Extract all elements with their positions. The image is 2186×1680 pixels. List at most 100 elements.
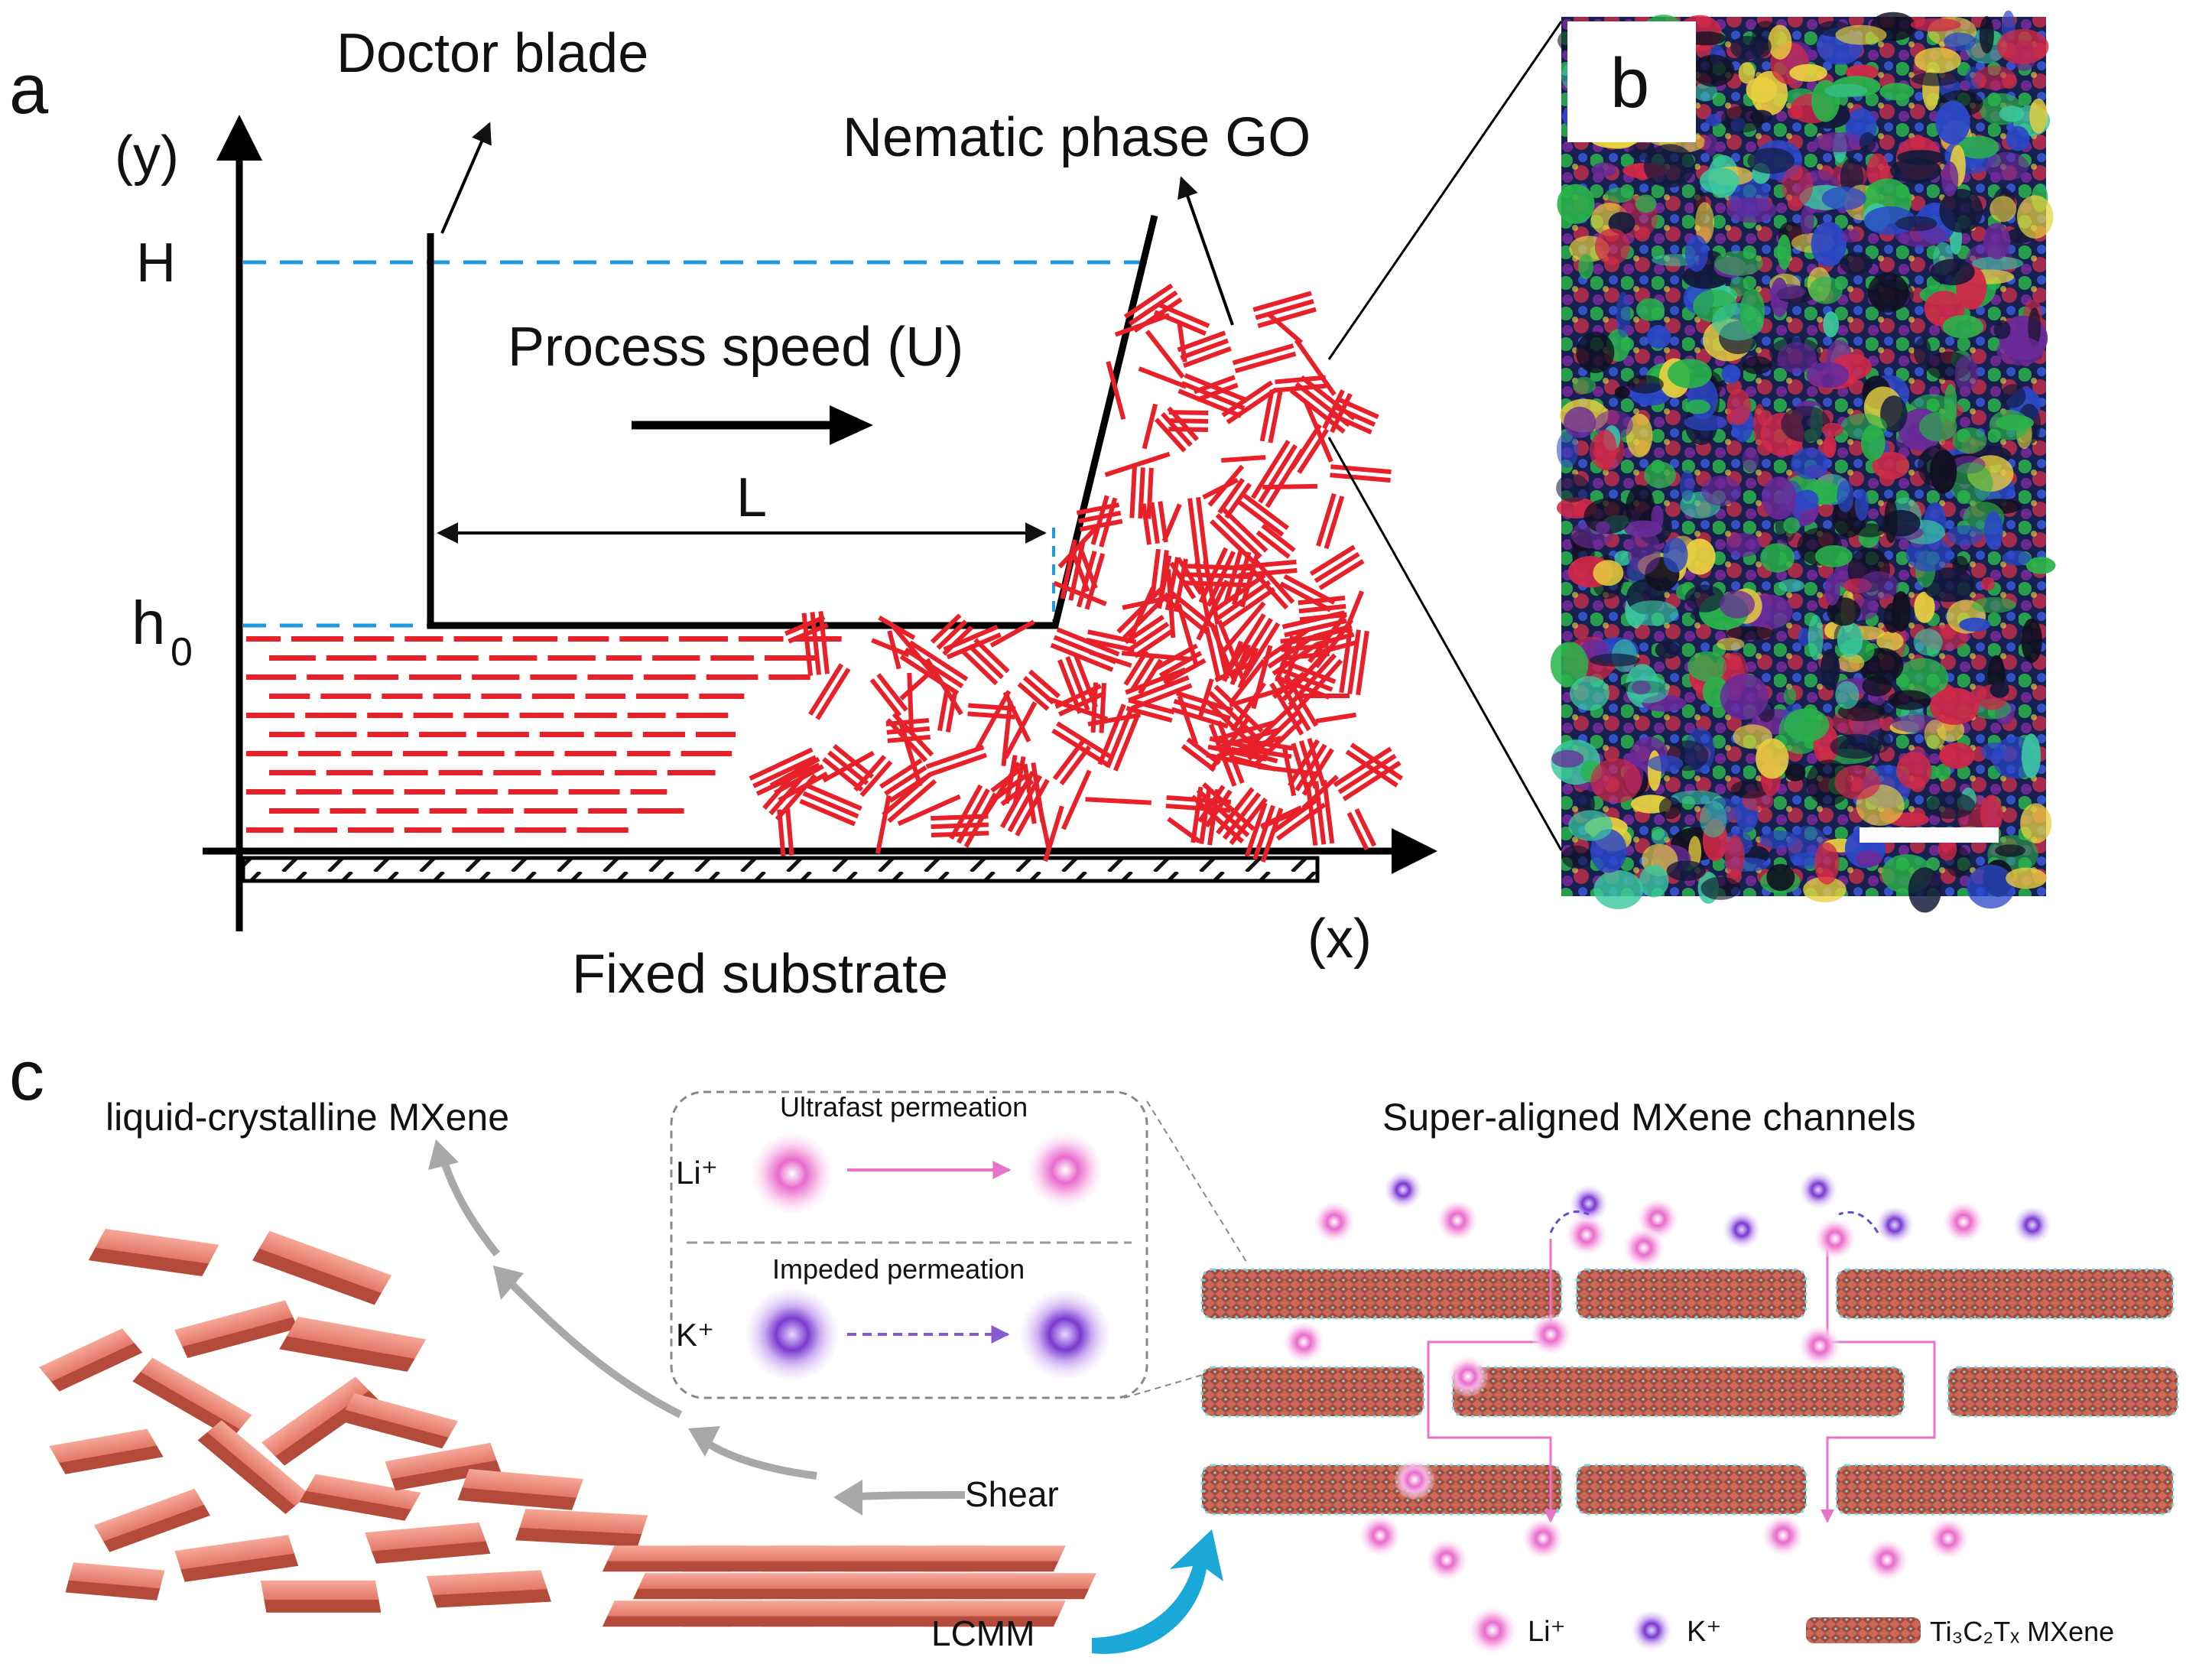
color-domain [1884, 497, 1898, 544]
mxene-sheet-edge [1200, 1268, 1563, 1320]
color-domain [1783, 687, 1797, 705]
color-domain [1949, 462, 1993, 505]
mxene-flake [923, 1600, 1066, 1627]
go-rod [269, 808, 320, 814]
go-rod-group [1330, 464, 1392, 483]
go-rod [382, 694, 423, 699]
go-rod [627, 751, 671, 756]
go-rod [1196, 382, 1239, 402]
color-domain [1635, 194, 1657, 213]
go-rod [1207, 744, 1267, 762]
mxene-sheet-body [1577, 1269, 1806, 1318]
color-domain [1700, 876, 1740, 900]
ultrafast-label: Ultrafast permeation [780, 1091, 1028, 1123]
go-rod [1284, 674, 1319, 727]
y-axis-label: (y) [115, 125, 179, 187]
go-rod-group [1129, 466, 1154, 519]
go-rod [1122, 592, 1170, 640]
go-rod-group [1206, 736, 1269, 770]
color-domain [1777, 234, 1791, 270]
go-rod-group [1251, 645, 1273, 710]
flake-face [95, 1228, 219, 1264]
go-rod-group [1057, 653, 1098, 714]
go-rod-group [1104, 451, 1171, 477]
color-domain [1572, 376, 1596, 395]
go-rod [1076, 502, 1120, 515]
color-domain [1789, 63, 1827, 82]
go-rod [1356, 630, 1369, 696]
legend-k-ion [1632, 1610, 1671, 1650]
color-domain [1967, 864, 2015, 909]
flake-face [345, 1393, 459, 1438]
legend-mxene-swatch [1806, 1617, 1921, 1643]
go-rod [1073, 653, 1098, 708]
color-domain [1594, 228, 1630, 265]
go-rod-group [1052, 739, 1092, 786]
go-rod [1193, 375, 1236, 395]
go-rod [1161, 595, 1210, 635]
mxene-flakes-layer [38, 1228, 1096, 1627]
color-domain [1721, 106, 1764, 133]
go-rod [1167, 406, 1199, 442]
go-rod [1154, 310, 1207, 336]
color-domain [1726, 626, 1774, 640]
flake-face [305, 1474, 421, 1509]
go-rod [627, 713, 666, 718]
go-rod [1307, 737, 1327, 787]
color-domain [1684, 414, 1728, 431]
mxene-sheet [1575, 1464, 1808, 1516]
go-rod [1314, 781, 1327, 845]
go-rod [1149, 548, 1161, 601]
color-domain [1759, 830, 1798, 850]
go-rod [1333, 746, 1392, 788]
color-domain [1824, 83, 1868, 98]
go-rod [815, 668, 851, 720]
go-rod [1099, 683, 1107, 733]
li-ion [1284, 1322, 1324, 1362]
panel-a-letter: a [9, 50, 49, 128]
speed-label: Process speed (U) [508, 317, 963, 378]
go-rod [1166, 795, 1232, 804]
go-rod [367, 732, 409, 737]
go-rod [925, 745, 985, 769]
color-domain [1578, 254, 1594, 280]
color-domain [1695, 202, 1714, 244]
go-rod-group [1124, 615, 1174, 658]
go-rod [1242, 622, 1281, 678]
go-rod-group [871, 638, 910, 658]
color-domain [1813, 132, 1865, 152]
go-rod [1223, 549, 1243, 603]
color-domain [1954, 355, 1979, 392]
color-domain [1880, 395, 1908, 433]
go-rod [1058, 691, 1106, 717]
go-rod [1130, 654, 1156, 691]
go-rod [1085, 637, 1135, 653]
go-rod [1276, 678, 1311, 732]
k-rejection-arrow [1549, 1210, 1590, 1233]
go-rod [1260, 805, 1303, 828]
inset-li-ion-end [1028, 1133, 1102, 1207]
color-domain [1726, 388, 1751, 425]
color-domain [2025, 557, 2056, 574]
mxene-sheet-edge [1200, 1366, 1425, 1418]
go-rod [946, 632, 1002, 660]
go-rod-group [1161, 503, 1182, 542]
go-rod-group [989, 619, 1035, 648]
legend-li-label: Li⁺ [1528, 1616, 1566, 1648]
go-rod [1298, 595, 1346, 606]
color-domain [1626, 485, 1655, 530]
nematic-label: Nematic phase GO [843, 107, 1311, 168]
go-rod [1315, 712, 1356, 723]
go-rods-layer [246, 283, 1404, 863]
go-rod-group [930, 613, 973, 656]
go-rod [1275, 635, 1295, 683]
color-domain [1914, 47, 1961, 73]
go-rod-group [1209, 619, 1245, 683]
go-rod-group [1046, 696, 1109, 722]
go-rod [1228, 613, 1266, 670]
go-rod [1146, 467, 1154, 519]
go-rod [973, 638, 1010, 674]
color-domain [1647, 755, 1684, 772]
go-rod [1217, 477, 1246, 515]
mxene-sheet-body [1202, 1367, 1424, 1416]
